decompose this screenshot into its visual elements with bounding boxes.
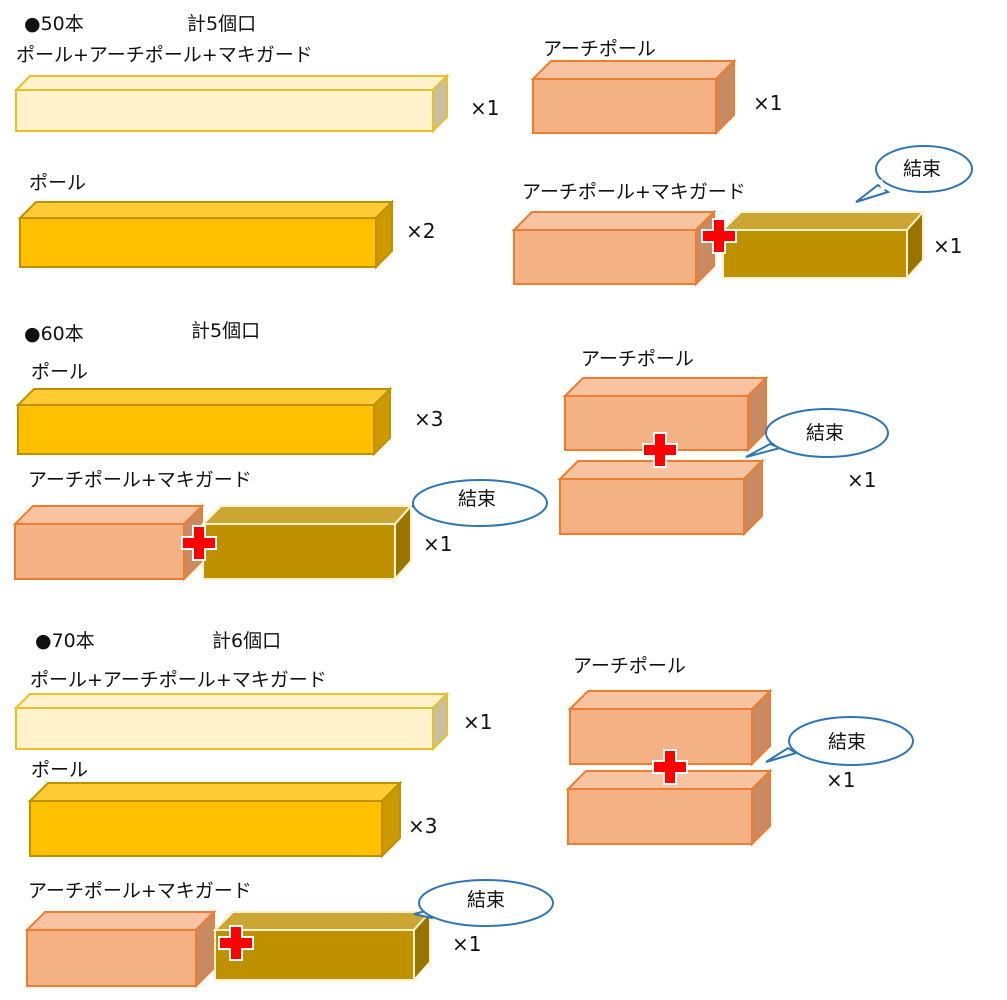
- item-label: ポール: [31, 361, 89, 383]
- callout-text: 結束: [828, 731, 867, 753]
- item-qty: ×1: [452, 932, 482, 956]
- item-qty: ×2: [406, 219, 436, 243]
- arch-pole-box: [511, 209, 717, 287]
- arch-pole-box: [530, 58, 737, 136]
- item-label: ポール: [31, 759, 89, 781]
- item-label: ポール+アーチポール+マキガード: [30, 669, 327, 691]
- item-label: アーチポール+マキガード: [28, 469, 252, 491]
- arch-pole-box: [565, 768, 773, 847]
- combined-pole-box: [13, 691, 450, 752]
- item-qty: ×1: [826, 768, 856, 792]
- pole-box: [15, 386, 393, 457]
- arch-pole-box: [557, 458, 765, 537]
- item-qty: ×3: [408, 814, 438, 838]
- item-label: ポール+アーチポール+マキガード: [16, 44, 313, 66]
- section-title: ●70本: [35, 630, 95, 652]
- item-qty: ×3: [414, 407, 444, 431]
- maki-guard-box: [720, 209, 926, 281]
- callout-bubble: [413, 879, 554, 927]
- combined-pole-box: [13, 73, 450, 134]
- callout-text: 結束: [458, 488, 497, 510]
- pole-box: [17, 199, 395, 270]
- item-label: アーチポール+マキガード: [522, 181, 746, 203]
- callout-bubble: [745, 408, 889, 458]
- callout-text: 結束: [467, 889, 506, 911]
- item-label: アーチポール: [543, 38, 656, 60]
- item-qty: ×1: [463, 710, 493, 734]
- arch-pole-box: [567, 688, 773, 767]
- item-qty: ×1: [933, 234, 963, 258]
- item-label: アーチポール: [581, 348, 694, 370]
- section-total: 計5個口: [191, 320, 261, 342]
- pole-box: [27, 780, 403, 859]
- item-qty: ×1: [423, 532, 453, 556]
- item-label: ポール: [29, 172, 87, 194]
- item-qty: ×1: [470, 96, 500, 120]
- callout-text: 結束: [806, 422, 845, 444]
- section-total: 計5個口: [187, 13, 257, 35]
- section-total: 計6個口: [212, 630, 282, 652]
- callout-bubble: [411, 479, 548, 527]
- item-label: アーチポール: [573, 655, 686, 677]
- callout-text: 結束: [903, 158, 942, 180]
- section-title: ●60本: [24, 323, 84, 345]
- item-qty: ×1: [753, 91, 783, 115]
- maki-guard-box: [200, 503, 414, 582]
- arch-pole-box: [24, 909, 217, 989]
- callout-bubble: [765, 716, 914, 766]
- item-label: アーチポール+マキガード: [28, 880, 252, 902]
- section-title: ●50本: [24, 13, 84, 35]
- callout-bubble: [855, 145, 973, 203]
- arch-pole-box: [12, 503, 205, 582]
- item-qty: ×1: [847, 468, 877, 492]
